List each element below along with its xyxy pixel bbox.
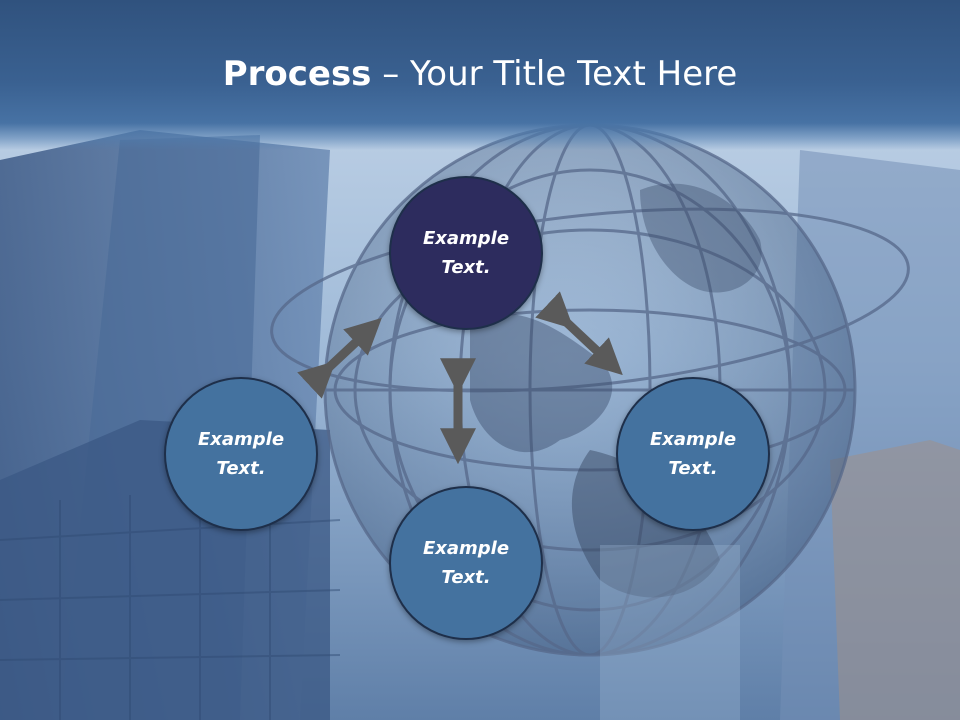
- title-bar: [0, 0, 960, 150]
- title-bold: Process: [222, 54, 372, 94]
- node-label: Example Text.: [422, 538, 510, 588]
- process-node-top[interactable]: Example Text.: [389, 176, 543, 330]
- slide-title: Process – Your Title Text Here: [0, 50, 960, 98]
- title-rest: – Your Title Text Here: [371, 54, 738, 94]
- arrow-top-right: [535, 291, 623, 376]
- node-label: Example Text.: [197, 429, 285, 479]
- node-label: Example Text.: [422, 228, 510, 278]
- process-node-bottom[interactable]: Example Text.: [389, 486, 543, 640]
- process-node-right[interactable]: Example Text.: [616, 377, 770, 531]
- process-node-left[interactable]: Example Text.: [164, 377, 318, 531]
- arrow-top-left: [297, 317, 382, 399]
- node-label: Example Text.: [649, 429, 737, 479]
